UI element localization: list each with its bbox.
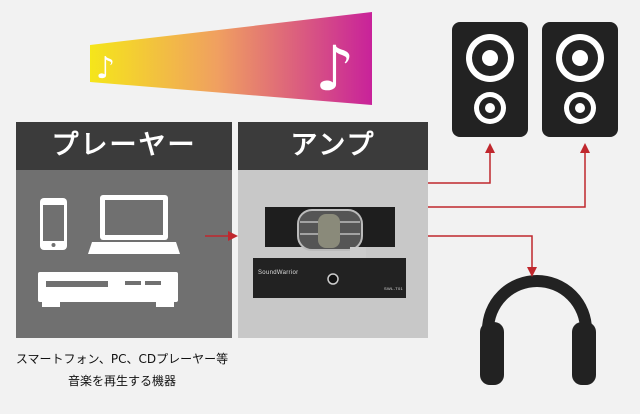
speaker-left-icon: [452, 22, 528, 137]
amp-panel: [238, 170, 428, 338]
arrow-amp-to-speaker-left: [428, 150, 491, 184]
smartphone-icon: [40, 198, 67, 250]
amp-brand-logo: SoundWarrior: [258, 270, 299, 276]
player-caption-line2: 音楽を再生する機器: [67, 374, 176, 388]
volume-wedge: [90, 12, 372, 105]
laptop-icon: [88, 195, 180, 254]
headphones-icon: [480, 275, 596, 385]
player-header: プレーヤー: [16, 122, 232, 170]
arrowheads: [228, 143, 590, 277]
arrow-amp-to-speaker-right: [428, 150, 586, 208]
large-music-note-icon: ♪: [315, 32, 355, 105]
speaker-right-icon: [542, 22, 618, 137]
tube-amplifier-image: [253, 207, 406, 298]
arrow-amp-to-headphones: [428, 235, 533, 270]
amp-model-label: SWL-T01: [384, 286, 403, 291]
small-music-note-icon: ♪: [96, 51, 115, 86]
amp-header: アンプ: [238, 122, 428, 170]
cd-player-icon: [38, 272, 178, 307]
player-caption-line1: スマートフォン、PC、CDプレーヤー等: [15, 352, 229, 366]
